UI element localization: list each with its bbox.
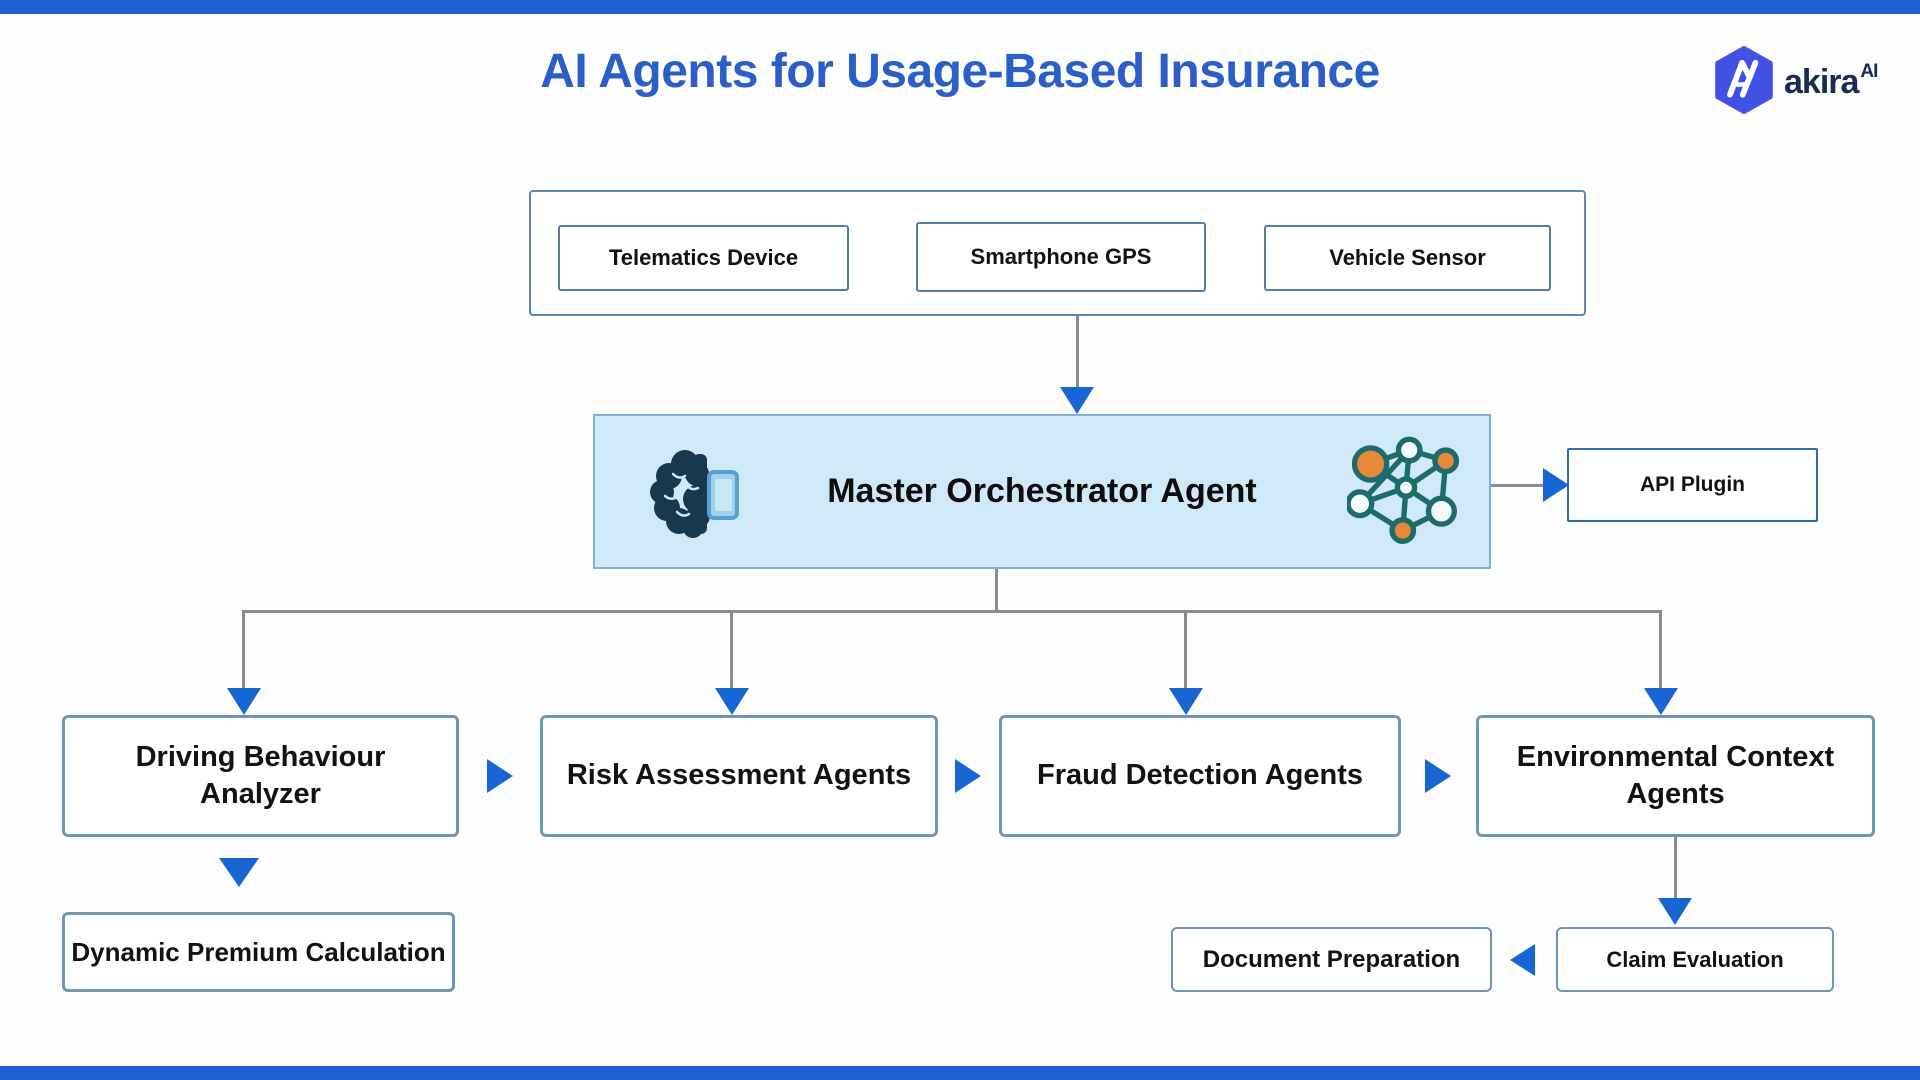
smartphone-gps-node: Smartphone GPS (916, 222, 1206, 292)
claim-evaluation-node: Claim Evaluation (1556, 927, 1834, 992)
tree-drop-2-connector (730, 610, 733, 690)
claim-to-document-arrowhead-icon (1510, 944, 1535, 976)
driving-behaviour-analyzer-node: Driving Behaviour Analyzer (62, 715, 459, 837)
environmental-context-agents-node: Environmental Context Agents (1476, 715, 1875, 837)
telematics-device-label: Telematics Device (608, 245, 799, 270)
master-tree-stem-connector (995, 569, 998, 613)
smartphone-gps-label: Smartphone GPS (970, 244, 1152, 269)
dynamic-premium-calculation-node: Dynamic Premium Calculation (62, 912, 455, 992)
api-plugin-label: API Plugin (1640, 473, 1745, 496)
fraud-detection-agents-node: Fraud Detection Agents (999, 715, 1401, 837)
master-to-api-connector (1491, 484, 1547, 487)
network-graph-icon (1345, 434, 1465, 557)
tree-drop-3-connector (1184, 610, 1187, 690)
tree-arrowhead-4-icon (1644, 688, 1678, 715)
telematics-device-node: Telematics Device (558, 225, 849, 291)
fraud-detection-agents-label: Fraud Detection Agents (1036, 759, 1363, 792)
vehicle-sensor-label: Vehicle Sensor (1329, 245, 1486, 270)
bottom-accent-bar (0, 1066, 1920, 1080)
akira-hexagon-icon (1712, 46, 1776, 119)
context-to-claim-connector (1674, 837, 1677, 901)
context-to-claim-arrowhead-icon (1658, 898, 1692, 925)
brain-device-icon (647, 444, 747, 549)
dynamic-premium-calculation-label: Dynamic Premium Calculation (71, 936, 446, 967)
agent-flow-arrow-2-icon (955, 759, 981, 793)
driving-behaviour-analyzer-label: Driving Behaviour Analyzer (135, 740, 386, 810)
document-preparation-node: Document Preparation (1171, 927, 1492, 992)
page-title: AI Agents for Usage-Based Insurance (540, 45, 1380, 98)
brand-superscript: AI (1860, 60, 1878, 82)
environmental-context-agents-label: Environmental Context Agents (1516, 740, 1835, 810)
tree-drop-4-connector (1659, 610, 1662, 690)
master-orchestrator-label: Master Orchestrator Agent (827, 472, 1257, 510)
master-orchestrator-node: Master Orchestrator Agent (593, 414, 1491, 569)
agent-flow-arrow-3-icon (1425, 759, 1451, 793)
risk-assessment-agents-node: Risk Assessment Agents (540, 715, 938, 837)
analyzer-to-premium-arrowhead-icon (219, 858, 259, 887)
api-plugin-node: API Plugin (1567, 448, 1818, 522)
risk-assessment-agents-label: Risk Assessment Agents (566, 759, 912, 792)
tree-arrowhead-3-icon (1169, 688, 1203, 715)
agent-flow-arrow-1-icon (487, 759, 513, 793)
tree-arrowhead-1-icon (227, 688, 261, 715)
claim-evaluation-label: Claim Evaluation (1606, 946, 1784, 972)
document-preparation-label: Document Preparation (1202, 945, 1461, 973)
master-tree-cross-connector (242, 610, 1662, 613)
vehicle-sensor-node: Vehicle Sensor (1264, 225, 1551, 291)
tree-arrowhead-2-icon (715, 688, 749, 715)
top-accent-bar (0, 0, 1920, 14)
sources-to-master-connector (1076, 316, 1079, 390)
sources-to-master-arrowhead-icon (1060, 387, 1094, 414)
tree-drop-1-connector (242, 610, 245, 690)
master-to-api-arrowhead-icon (1543, 468, 1569, 502)
